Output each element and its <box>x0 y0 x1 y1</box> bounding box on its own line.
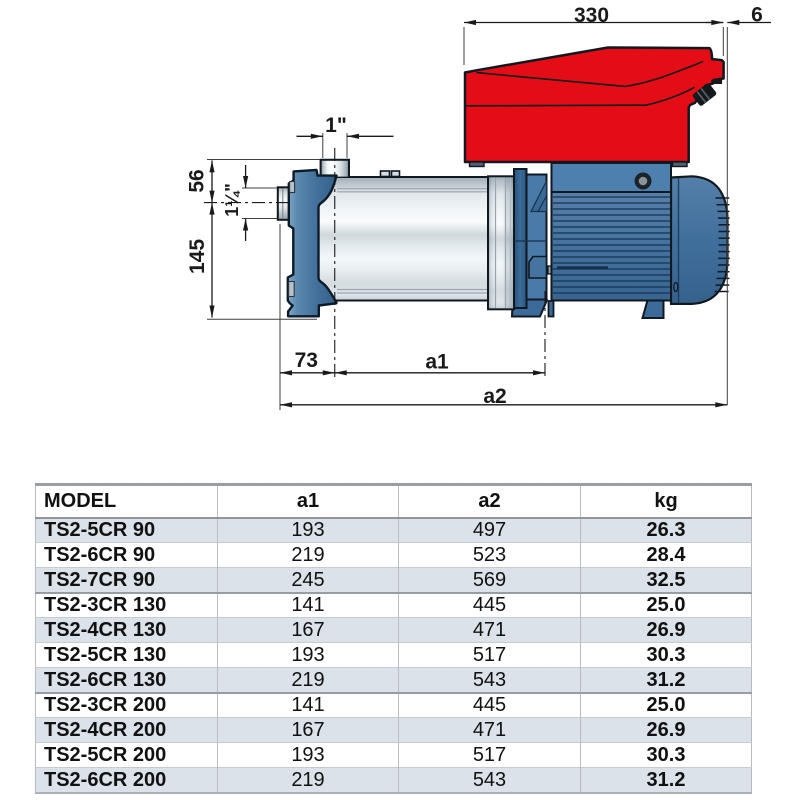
svg-text:1¼": 1¼" <box>222 183 242 217</box>
svg-text:a1: a1 <box>425 351 449 374</box>
svg-text:6: 6 <box>751 4 763 27</box>
svg-text:56: 56 <box>185 169 208 192</box>
svg-text:a2: a2 <box>483 385 506 408</box>
svg-text:330: 330 <box>574 4 609 27</box>
svg-text:1": 1" <box>325 114 347 137</box>
svg-text:73: 73 <box>295 349 318 372</box>
svg-text:145: 145 <box>186 239 209 274</box>
